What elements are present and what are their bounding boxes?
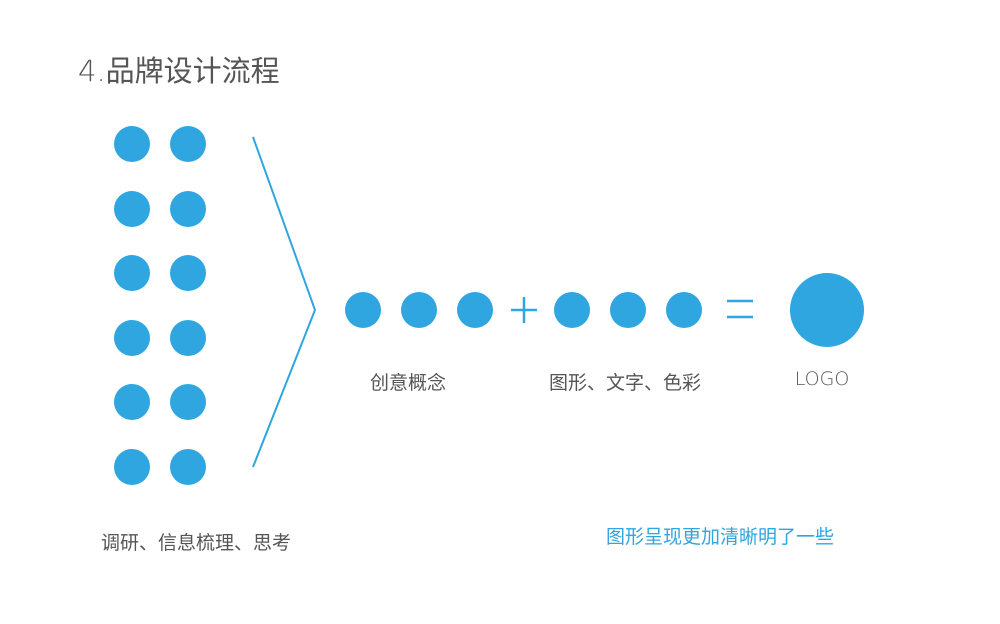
research-label: 调研、信息梳理、思考: [100, 532, 292, 554]
concept-label: 创意概念: [369, 372, 447, 394]
element-dot: [610, 292, 646, 328]
research-dot: [114, 449, 150, 485]
research-dot: [170, 384, 206, 420]
equals-sign: [727, 299, 753, 319]
concept-dot: [457, 292, 493, 328]
research-dot: [114, 191, 150, 227]
research-dot: [114, 320, 150, 356]
note-label: 图形呈现更加清晰明了一些: [605, 526, 835, 548]
concept-dot: [345, 292, 381, 328]
research-dot: [114, 384, 150, 420]
research-dot: [114, 126, 150, 162]
research-dot: [170, 191, 206, 227]
research-dot: [114, 255, 150, 291]
research-dot: [170, 126, 206, 162]
research-dot: [170, 320, 206, 356]
research-dot: [170, 449, 206, 485]
research-dot: [170, 255, 206, 291]
concept-dot: [401, 292, 437, 328]
plus-sign: [511, 297, 537, 323]
logo-circle: [790, 273, 864, 347]
logo-label: LOGO: [794, 368, 850, 390]
elements-label: 图形、文字、色彩: [548, 372, 702, 394]
element-dot: [554, 292, 590, 328]
page-title: 4.品牌设计流程: [78, 54, 280, 88]
element-dot: [666, 292, 702, 328]
chevron-arrow: [252, 136, 317, 468]
